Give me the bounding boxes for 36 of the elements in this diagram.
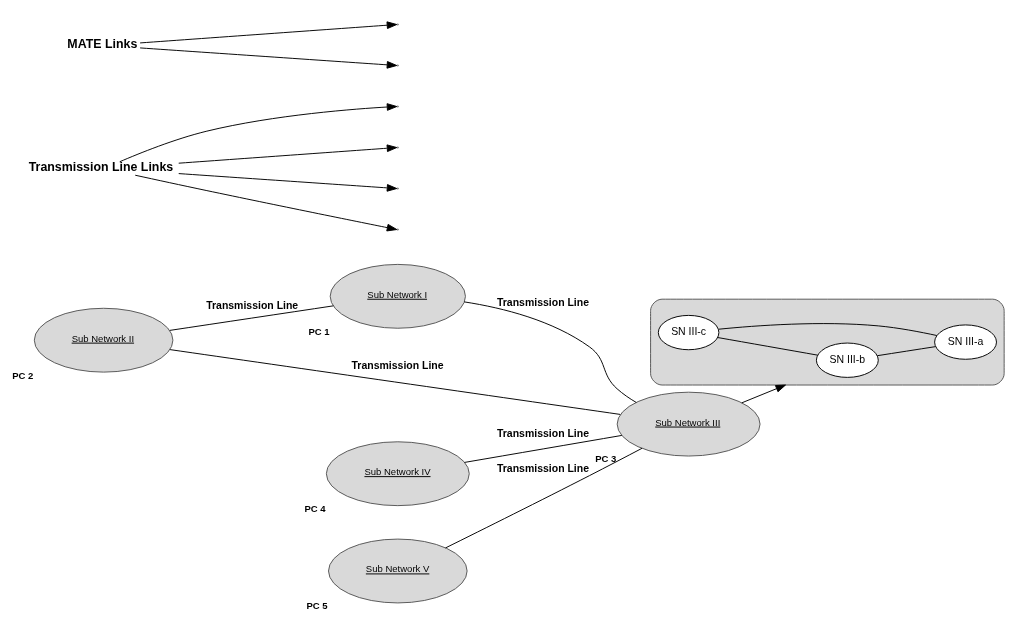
edge-label: Transmission Line	[351, 359, 444, 371]
node-text: MATE Links	[67, 36, 138, 51]
node-ellipse: SN III-a	[934, 323, 997, 360]
connector	[169, 348, 621, 415]
cluster	[650, 298, 1005, 385]
node-ellipse: Sub Network I	[329, 263, 466, 329]
arrow	[741, 384, 786, 403]
connector	[876, 345, 936, 356]
arrow	[119, 102, 398, 162]
arrow	[134, 174, 398, 231]
arrow	[139, 46, 398, 69]
node-ellipse: SN III-c	[657, 314, 720, 350]
node-label: PC 4	[304, 502, 326, 514]
connector	[169, 304, 334, 331]
arrow	[139, 20, 398, 43]
edge-label: Transmission Line	[206, 299, 299, 311]
node-ellipse: Sub Network V	[328, 538, 468, 603]
connector	[718, 322, 938, 336]
arrow	[178, 143, 398, 164]
connector	[717, 336, 819, 356]
connector	[445, 447, 643, 548]
node-label: PC 3	[595, 452, 617, 464]
node-text: Transmission Line Links	[28, 159, 174, 174]
node-ellipse: Sub Network IV	[325, 440, 470, 506]
node-ellipse: Sub Network II	[33, 307, 174, 373]
edge-label: Transmission Line	[496, 427, 590, 439]
node-label: PC 5	[306, 599, 328, 611]
node-ellipse: SN III-b	[815, 342, 879, 378]
edge-label: Transmission Line	[496, 462, 590, 474]
connector	[463, 300, 637, 403]
node-label: PC 2	[12, 369, 34, 381]
connector	[464, 434, 623, 463]
node-ellipse: Sub Network III	[616, 391, 761, 457]
node-label: PC 1	[308, 325, 330, 337]
arrow	[178, 172, 398, 192]
edge-label: Transmission Line	[496, 296, 590, 308]
